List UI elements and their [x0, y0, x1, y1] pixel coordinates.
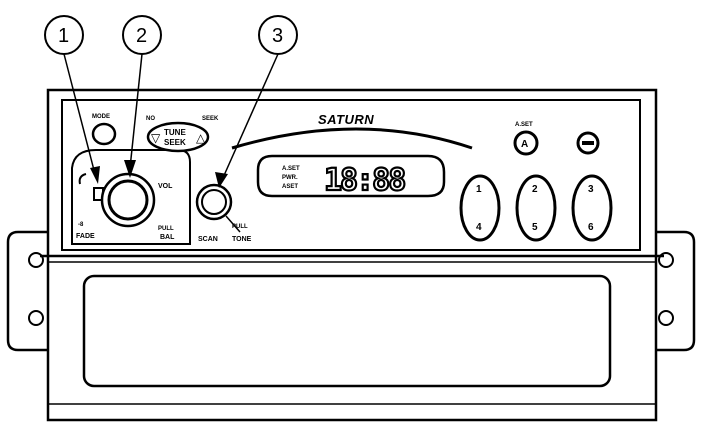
seek-top-label: SEEK	[202, 116, 219, 122]
mode-label: MODE	[92, 114, 110, 120]
am-fm-button[interactable]	[576, 131, 600, 155]
no-label: NO	[146, 116, 155, 122]
brand-label: SATURN	[318, 112, 374, 127]
indicator-aset-2: ASET	[282, 184, 298, 190]
scan-label: SCAN	[198, 236, 218, 243]
aset-label: A.SET	[515, 122, 533, 128]
aset-button[interactable]: A A.SET	[513, 122, 539, 156]
preset-2-label: 2	[532, 184, 538, 195]
pull-label: PULL	[232, 224, 248, 230]
tone-label: TONE	[232, 236, 252, 243]
display-window: A.SET PWR. ASET 18:88	[256, 154, 446, 199]
tone-knob[interactable]	[195, 183, 233, 221]
faceplate-swoosh	[231, 127, 473, 150]
preset-1-label: 1	[476, 184, 482, 195]
radio-faceplate	[61, 99, 641, 251]
preset-button-1-4[interactable]: 1 4	[459, 174, 501, 242]
tune-seek-rocker[interactable]: ▽ △ TUNE SEEK	[146, 121, 210, 153]
callout-1-number: 1	[58, 25, 69, 47]
storage-slot[interactable]	[82, 274, 612, 388]
preset-5-label: 5	[532, 222, 538, 233]
callout-3-number: 3	[272, 25, 283, 47]
volume-knob[interactable]	[100, 172, 156, 228]
tune-label: TUNE	[164, 128, 186, 137]
fade-label-top: -8	[78, 222, 84, 228]
bal-label: BAL	[160, 234, 175, 241]
preset-3-label: 3	[588, 184, 594, 195]
fade-curl-icon	[78, 173, 87, 185]
indicator-pwr: PWR.	[282, 175, 298, 181]
radio-housing	[46, 88, 658, 422]
callout-3: 3	[215, 15, 298, 188]
preset-button-3-6[interactable]: 3 6	[571, 174, 613, 242]
fade-label: FADE	[76, 233, 95, 240]
display-digits: 18:88	[324, 163, 405, 198]
left-mounting-bracket	[6, 230, 48, 352]
preset-4-label: 4	[476, 222, 482, 233]
seek-down-icon: ▽	[151, 131, 161, 145]
pull-bal-label-top: PULL	[158, 226, 174, 232]
mode-button[interactable]: MODE	[91, 114, 117, 146]
seek-label: SEEK	[164, 138, 186, 147]
indicator-aset: A.SET	[282, 166, 300, 172]
preset-6-label: 6	[588, 222, 594, 233]
vol-label: VOL	[158, 183, 173, 190]
seek-up-icon: △	[196, 131, 206, 145]
callout-1: 1	[44, 15, 100, 184]
preset-button-2-5[interactable]: 2 5	[515, 174, 557, 242]
callout-2: 2	[122, 15, 162, 178]
right-mounting-bracket	[656, 230, 696, 352]
callout-2-number: 2	[136, 25, 147, 47]
aset-button-glyph: A	[521, 139, 528, 150]
